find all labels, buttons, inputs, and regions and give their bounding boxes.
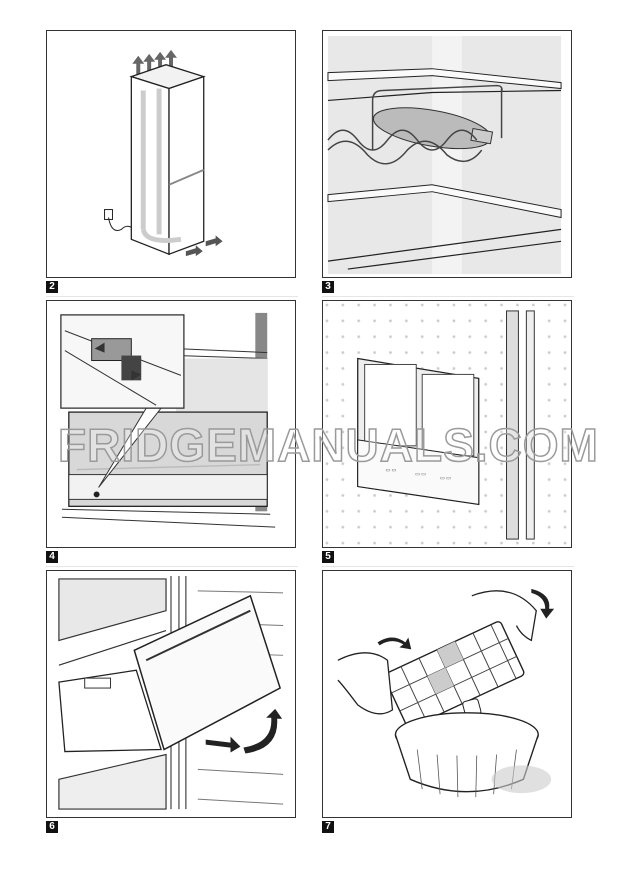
figure-label-3: 3 xyxy=(322,281,334,293)
figure-2-ventilation xyxy=(46,30,296,278)
rotate-arrow-left-icon xyxy=(377,637,412,650)
divider xyxy=(46,566,298,567)
figure-5-door-panel: ▭ ▭ ▭ ▭ ▭ ▭ xyxy=(322,300,572,548)
figure-3-wine-rack xyxy=(322,30,572,278)
svg-text:▭ ▭: ▭ ▭ xyxy=(440,477,451,482)
refrigerator-airflow-illustration xyxy=(104,49,223,257)
divider xyxy=(322,566,574,567)
rotate-arrow-right-icon xyxy=(531,588,555,619)
figure-label-4: 4 xyxy=(46,551,58,563)
exhaust-arrows-icon xyxy=(132,49,177,76)
figure-label-5: 5 xyxy=(322,551,334,563)
svg-text:▭ ▭: ▭ ▭ xyxy=(415,473,426,478)
wine-rack-illustration xyxy=(327,35,562,275)
ice-tray-illustration xyxy=(337,588,555,798)
freezer-drawer-illustration xyxy=(58,575,284,810)
figure-6-freezer-drawer xyxy=(46,570,296,818)
left-hand xyxy=(337,652,394,715)
divider xyxy=(46,296,298,297)
figure-label-6: 6 xyxy=(46,821,58,833)
figure-label-2: 2 xyxy=(46,281,58,293)
svg-text:▭ ▭: ▭ ▭ xyxy=(386,469,397,474)
divider xyxy=(322,296,574,297)
ice-cube-tray xyxy=(383,621,525,729)
right-hand xyxy=(471,590,537,642)
zoomed-inset xyxy=(60,314,185,409)
crisper-drawer-illustration xyxy=(60,312,276,528)
figure-4-humidity-slider xyxy=(46,300,296,548)
door-panel-illustration: ▭ ▭ ▭ ▭ ▭ ▭ xyxy=(323,301,571,547)
figure-7-ice-tray xyxy=(322,570,572,818)
figure-label-7: 7 xyxy=(322,821,334,833)
